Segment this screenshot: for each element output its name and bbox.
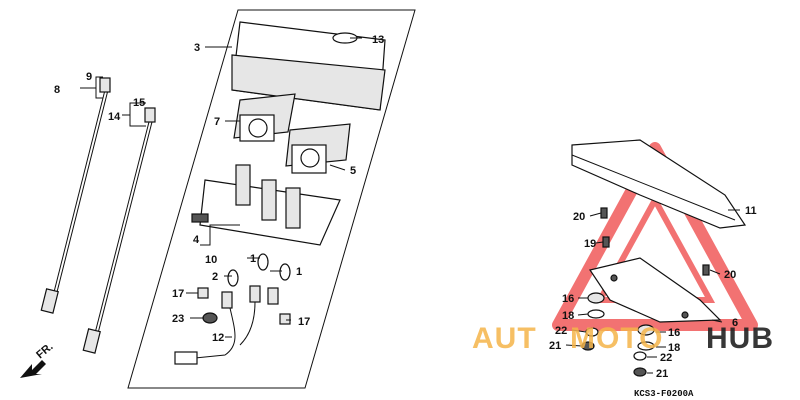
meter-visor [571, 139, 747, 229]
front-label: FR. [34, 341, 55, 362]
callout-1a: 1 [250, 253, 256, 265]
speedometer-unit [285, 123, 351, 174]
assembly-frame [127, 9, 416, 389]
callout-17b: 17 [298, 316, 310, 328]
callout-22b: 22 [660, 352, 672, 364]
callout-21a: 21 [549, 340, 561, 352]
callout-21b: 21 [656, 368, 668, 380]
callout-18b: 18 [668, 342, 680, 354]
diagram-code: KCS3-F0200A [634, 389, 694, 399]
callout-6: 6 [732, 317, 738, 329]
meter-lower-case [191, 164, 341, 246]
tachometer-unit [233, 93, 296, 142]
callout-20b: 20 [724, 269, 736, 281]
grommets-and-nuts [581, 207, 710, 377]
callout-5: 5 [350, 165, 356, 177]
callout-13: 13 [372, 34, 384, 46]
callout-19: 19 [584, 238, 596, 250]
callout-10: 10 [205, 254, 217, 266]
wire-harness [174, 301, 256, 365]
callout-16b: 16 [668, 327, 680, 339]
callout-4: 4 [193, 234, 200, 246]
watermark-text-right: HUB [706, 322, 774, 355]
callout-11: 11 [745, 205, 757, 217]
bulb-sockets [197, 253, 291, 325]
front-direction-arrow: FR. [20, 341, 56, 378]
callout-20a: 20 [573, 211, 585, 223]
callout-17a: 17 [172, 288, 184, 300]
callout-14: 14 [108, 111, 121, 123]
leader-lines [80, 37, 740, 374]
callout-23: 23 [172, 313, 184, 325]
callout-3: 3 [194, 42, 200, 54]
callout-22a: 22 [555, 325, 567, 337]
callout-12: 12 [212, 332, 224, 344]
callout-8: 8 [54, 84, 60, 96]
tachometer-cable [82, 107, 156, 354]
callout-1b: 1 [296, 266, 302, 278]
callout-18a: 18 [562, 310, 574, 322]
watermark-text-left: AUT [472, 322, 537, 355]
callout-7: 7 [214, 116, 220, 128]
watermark-text: AUT MOTO HUB [472, 322, 774, 355]
speedometer-cable [40, 77, 111, 314]
callout-9: 9 [86, 71, 92, 83]
meter-case-cover [231, 21, 386, 111]
callout-15: 15 [133, 97, 145, 109]
meter-stay [589, 257, 722, 323]
callout-numbers: 3 13 7 5 8 9 14 15 4 10 1 2 1 17 23 17 1… [54, 34, 757, 380]
callout-16a: 16 [562, 293, 574, 305]
callout-2: 2 [212, 271, 218, 283]
watermark-text-mid: MOTO [570, 322, 663, 355]
